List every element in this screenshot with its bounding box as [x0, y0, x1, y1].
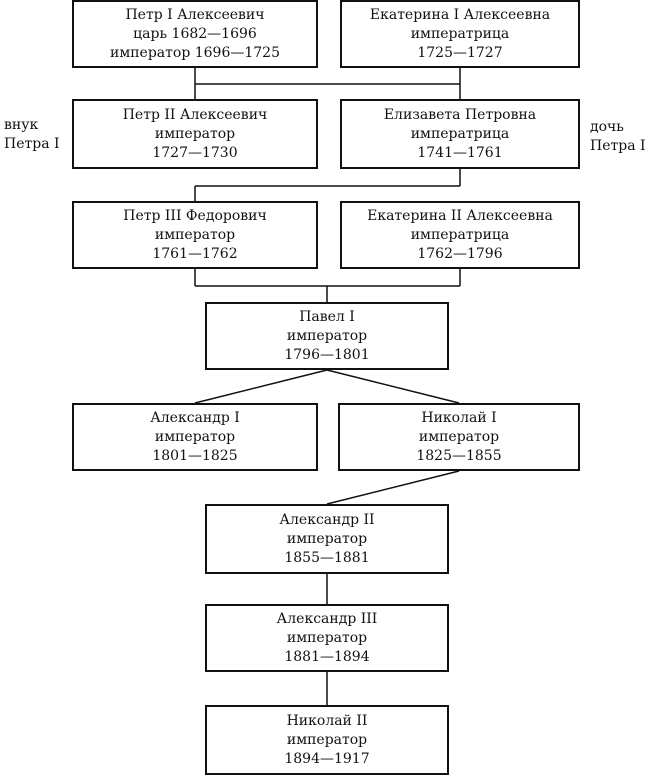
ruler-years: 1796—1801	[284, 346, 370, 363]
ruler-name: Елизавета Петровна	[383, 106, 537, 123]
ruler-title: император	[286, 731, 368, 748]
relation-note-line: дочь	[590, 119, 624, 135]
ruler-name: Александр II	[279, 511, 375, 528]
ruler-box-alexander-3: Александр III император 1881—1894	[205, 604, 449, 672]
ruler-name: Екатерина I Алексеевна	[369, 6, 551, 23]
ruler-box-peter-3: Петр III Федорович император 1761—1762	[72, 201, 318, 269]
ruler-box-ekaterina-1: Екатерина I Алексеевна императрица 1725—…	[340, 0, 580, 68]
ruler-years: 1762—1796	[417, 245, 503, 262]
ruler-title: императрица	[410, 125, 510, 142]
ruler-title: императрица	[410, 25, 510, 42]
relation-note-line: Петра I	[590, 138, 646, 154]
ruler-title: император	[154, 428, 236, 445]
ruler-box-alexander-1: Александр I император 1801—1825	[72, 403, 318, 471]
ruler-years: 1825—1855	[416, 447, 502, 464]
ruler-box-peter-1: Петр I Алексеевич царь 1682—1696 императ…	[72, 0, 318, 68]
ruler-title: император	[286, 530, 368, 547]
ruler-name: Павел I	[299, 308, 355, 325]
ruler-years: 1855—1881	[284, 549, 370, 566]
ruler-box-pavel-1: Павел I император 1796—1801	[205, 302, 449, 370]
ruler-years: 1727—1730	[152, 144, 238, 161]
ruler-title: император	[154, 226, 236, 243]
relation-note-line: Петра I	[4, 136, 60, 152]
ruler-title: император	[286, 629, 368, 646]
ruler-years: 1725—1727	[417, 44, 503, 61]
ruler-box-alexander-2: Александр II император 1855—1881	[205, 504, 449, 574]
ruler-years: 1881—1894	[284, 648, 370, 665]
ruler-name: Екатерина II Алексеевна	[367, 207, 553, 224]
ruler-box-peter-2: Петр II Алексеевич император 1727—1730	[72, 99, 318, 169]
ruler-box-nikolai-2: Николай II император 1894—1917	[205, 705, 449, 775]
ruler-years: 1801—1825	[152, 447, 238, 464]
ruler-name: Александр I	[150, 409, 240, 426]
relation-note-grandson: внук Петра I	[4, 116, 60, 154]
ruler-title: царь 1682—1696	[133, 25, 257, 42]
ruler-title: императрица	[410, 226, 510, 243]
relation-note-line: внук	[4, 117, 39, 133]
link-pavel-to-alex1	[194, 369, 328, 404]
ruler-name: Петр I Алексеевич	[125, 6, 265, 23]
ruler-name: Александр III	[276, 610, 378, 627]
ruler-box-elizaveta: Елизавета Петровна императрица 1741—1761	[340, 99, 580, 169]
ruler-name: Николай I	[421, 409, 497, 426]
ruler-title: император	[286, 327, 368, 344]
ruler-years: 1894—1917	[284, 750, 370, 767]
ruler-years: 1741—1761	[417, 144, 503, 161]
link-nikolai1-to-alex2	[326, 470, 460, 505]
ruler-years: 1761—1762	[152, 245, 238, 262]
ruler-name: Николай II	[286, 712, 368, 729]
ruler-name: Петр III Федорович	[123, 207, 267, 224]
ruler-box-nikolai-1: Николай I император 1825—1855	[338, 403, 580, 471]
ruler-title: император	[154, 125, 236, 142]
link-pavel-to-nikolai1	[326, 369, 460, 404]
ruler-title: император	[418, 428, 500, 445]
relation-note-daughter: дочь Петра I	[590, 118, 646, 156]
ruler-years: император 1696—1725	[110, 44, 280, 61]
ruler-name: Петр II Алексеевич	[122, 106, 268, 123]
ruler-box-ekaterina-2: Екатерина II Алексеевна императрица 1762…	[340, 201, 580, 269]
